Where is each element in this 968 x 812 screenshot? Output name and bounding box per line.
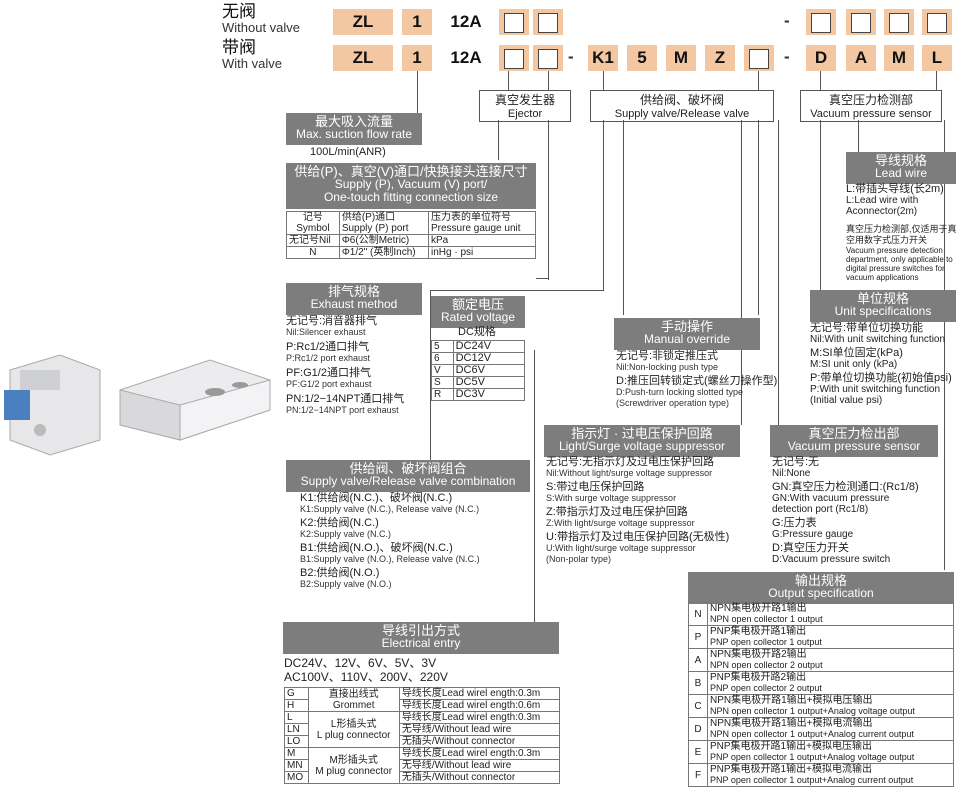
empty-box (749, 49, 769, 69)
empty-box (889, 13, 909, 33)
combo-header: 供给阀、破坏阀组合 Supply valve/Release valve com… (286, 460, 530, 492)
empty-box (504, 13, 524, 33)
empty-box (538, 13, 558, 33)
leader-line (430, 290, 431, 460)
code-box-2b (533, 45, 563, 71)
code-l: L (922, 45, 952, 71)
code-box-1a (499, 9, 529, 35)
leader-line (417, 71, 418, 113)
leader-line (603, 71, 604, 90)
leader-line (741, 120, 742, 425)
row-without-valve-cn: 无阀 (222, 2, 256, 21)
code-box-2a (499, 45, 529, 71)
leader-line (603, 120, 604, 290)
product-ejector-unit (119, 359, 271, 441)
code-size-2: 12A (450, 48, 482, 67)
voltage-sub: DC规格 (458, 326, 496, 338)
row-with-valve-en: With valve (222, 56, 282, 71)
row-with-valve: 带阀 With valve (222, 38, 282, 72)
port-header: 供给(P)、真空(V)通口/快换接头连接尺寸 Supply (P), Vacuu… (286, 163, 536, 209)
empty-box (811, 13, 831, 33)
dash-1: - (784, 11, 790, 30)
code-one-2: 1 (402, 45, 432, 71)
electrical-volt2: AC100V、110V、200V、220V (284, 670, 448, 684)
product-image (4, 354, 271, 456)
dash-3: - (784, 47, 790, 66)
leader-line (498, 120, 499, 160)
leader-line (858, 120, 859, 152)
output-header: 输出规格 Output specification (688, 572, 954, 604)
lead-list: L:带插头导线(长2m) L:Lead wire with Aconnector… (846, 183, 944, 218)
supply-label: 供给阀、破坏阀 Supply valve/Release valve (590, 90, 774, 122)
combo-list: K1:供给阀(N.C.)、破坏阀(N.C.)K1:Supply valve (N… (300, 492, 480, 590)
code-m: M (666, 45, 696, 71)
code-box-1b (533, 9, 563, 35)
empty-box (927, 13, 947, 33)
code-k1: K1 (588, 45, 618, 71)
code-box-1d (846, 9, 876, 35)
voltage-header: 额定电压 Rated voltage (431, 296, 525, 328)
code-box-2c (744, 45, 774, 71)
row-without-valve-en: Without valve (222, 20, 301, 35)
leader-line (548, 71, 549, 90)
exhaust-header: 排气规格 Exhaust method (286, 283, 422, 315)
code-z: Z (705, 45, 735, 71)
row-with-valve-cn: 带阀 (222, 38, 256, 57)
leader-line (623, 120, 624, 315)
code-m2: M (884, 45, 914, 71)
code-zl-1: ZL (333, 9, 393, 35)
light-header: 指示灯 · 过电压保护回路 Light/Surge voltage suppre… (544, 425, 740, 457)
code-box-1f (922, 9, 952, 35)
ejector-label: 真空发生器 Ejector (479, 90, 571, 122)
code-d: D (806, 45, 836, 71)
leader-line (536, 278, 549, 279)
empty-box (851, 13, 871, 33)
unit-header: 单位规格 Unit specifications (810, 290, 956, 322)
leader-line (534, 350, 535, 622)
leader-line (430, 290, 604, 291)
leader-line (936, 71, 937, 90)
leader-line (820, 71, 821, 90)
dash-2: - (568, 47, 574, 66)
empty-box (538, 49, 558, 69)
row-without-valve: 无阀 Without valve (222, 2, 301, 36)
lead-note: 真空压力检测部,仅适用于真空用数字式压力开关 Vacuum pressure d… (846, 224, 957, 282)
code-box-1c (806, 9, 836, 35)
code-a: A (846, 45, 876, 71)
sensor-label: 真空压力检测部 Vacuum pressure sensor (800, 90, 942, 122)
suction-value: 100L/min(ANR) (310, 146, 386, 158)
code-size-1: 12A (450, 12, 482, 31)
code-box-1e (884, 9, 914, 35)
leader-line (820, 120, 821, 290)
leader-line (548, 120, 549, 280)
suction-header: 最大吸入流量 Max. suction flow rate (286, 113, 422, 145)
code-one-1: 1 (402, 9, 432, 35)
leader-line (508, 71, 509, 90)
empty-box (504, 49, 524, 69)
leader-line (758, 120, 759, 315)
leader-line (778, 120, 779, 425)
code-zl-2: ZL (333, 45, 393, 71)
leader-line (944, 120, 945, 570)
product-valve-unit (4, 354, 101, 456)
code-five: 5 (627, 45, 657, 71)
electrical-volt1: DC24V、12V、6V、5V、3V (284, 656, 437, 670)
detect-header: 真空压力检出部 Vacuum pressure sensor (770, 425, 938, 457)
leader-line (758, 71, 759, 90)
lead-header: 导线规格 Lead wire (846, 152, 956, 184)
electrical-header: 导线引出方式 Electrical entry (283, 622, 559, 654)
manual-header: 手动操作 Manual override (614, 318, 760, 350)
